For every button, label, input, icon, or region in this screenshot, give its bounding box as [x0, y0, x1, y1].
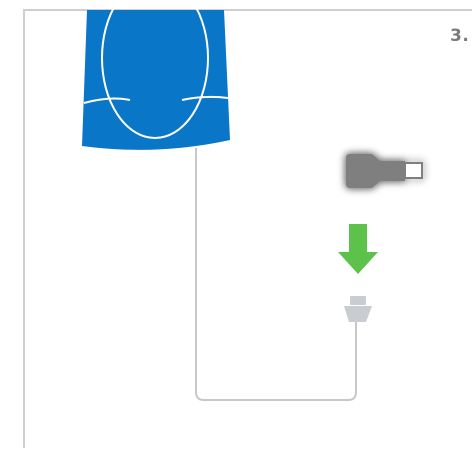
glowing-usb-connector-icon	[346, 154, 422, 188]
adapter-tip-icon	[344, 296, 372, 322]
step-number: 3.	[450, 26, 469, 46]
cable	[196, 148, 356, 400]
down-arrow-icon	[338, 224, 378, 274]
blue-device-icon	[82, 0, 230, 150]
